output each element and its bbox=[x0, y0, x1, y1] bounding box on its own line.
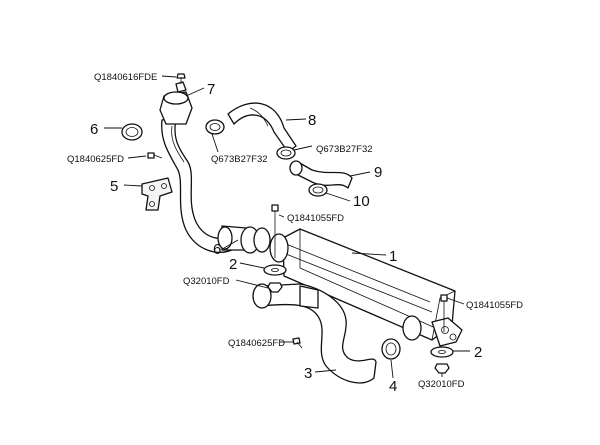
hose-clamp-6-mid bbox=[217, 226, 233, 250]
callout-q1840625fd-bottom: Q1840625FD bbox=[228, 338, 285, 349]
callout-labels: Q1840616FDE 7 6 Q1840625FD 5 Q673B27F32 … bbox=[67, 72, 523, 395]
hose-clamp-6-top bbox=[121, 123, 143, 141]
nut-q32010fd-left bbox=[267, 282, 283, 293]
callout-2-left: 2 bbox=[229, 256, 237, 273]
bolt-q1841055fd-top bbox=[271, 204, 279, 258]
callout-5: 5 bbox=[110, 178, 118, 195]
callout-q1840616fde: Q1840616FDE bbox=[94, 72, 157, 83]
callout-4: 4 bbox=[389, 378, 397, 395]
washer-right bbox=[430, 346, 454, 358]
leader-lines bbox=[104, 75, 470, 379]
clamp-8-right bbox=[276, 146, 296, 160]
callout-q32010fd-bottom: Q32010FD bbox=[418, 379, 465, 390]
intercooler-core bbox=[269, 228, 463, 347]
callout-q673b27f32-right: Q673B27F32 bbox=[316, 144, 373, 155]
clamp-8-left bbox=[205, 119, 225, 135]
callout-6-mid: 6 bbox=[213, 241, 221, 258]
bracket-5 bbox=[141, 177, 173, 211]
callout-7: 7 bbox=[207, 81, 215, 98]
washer-left bbox=[263, 264, 287, 276]
upper-intake-pipe bbox=[161, 117, 271, 254]
callout-6-top: 6 bbox=[90, 121, 98, 138]
callout-q1840625fd-top: Q1840625FD bbox=[67, 154, 124, 165]
upper-connector-7 bbox=[159, 81, 193, 125]
callout-q1841055fd-right: Q1841055FD bbox=[466, 300, 523, 311]
clamp-4 bbox=[381, 338, 401, 360]
callout-9: 9 bbox=[374, 164, 382, 181]
bolt-q1841055fd-right bbox=[440, 294, 448, 332]
callout-10: 10 bbox=[353, 193, 370, 210]
nut-q32010fd-right bbox=[434, 363, 450, 374]
bolt-q1840625fd-top bbox=[147, 152, 163, 159]
hose-8 bbox=[227, 102, 297, 153]
callout-1: 1 bbox=[389, 248, 397, 265]
callout-q673b27f32-left: Q673B27F32 bbox=[211, 154, 268, 165]
callout-3: 3 bbox=[304, 365, 312, 382]
bolt-q1840625fd-bottom bbox=[292, 337, 303, 349]
callout-8: 8 bbox=[308, 112, 316, 129]
clamp-10 bbox=[308, 183, 328, 197]
callout-q32010fd-left: Q32010FD bbox=[183, 276, 230, 287]
bolt-q1840616fde bbox=[176, 73, 186, 84]
callout-2-right: 2 bbox=[474, 344, 482, 361]
callout-q1841055fd-top: Q1841055FD bbox=[287, 213, 344, 224]
lower-pipe-3 bbox=[252, 283, 377, 384]
